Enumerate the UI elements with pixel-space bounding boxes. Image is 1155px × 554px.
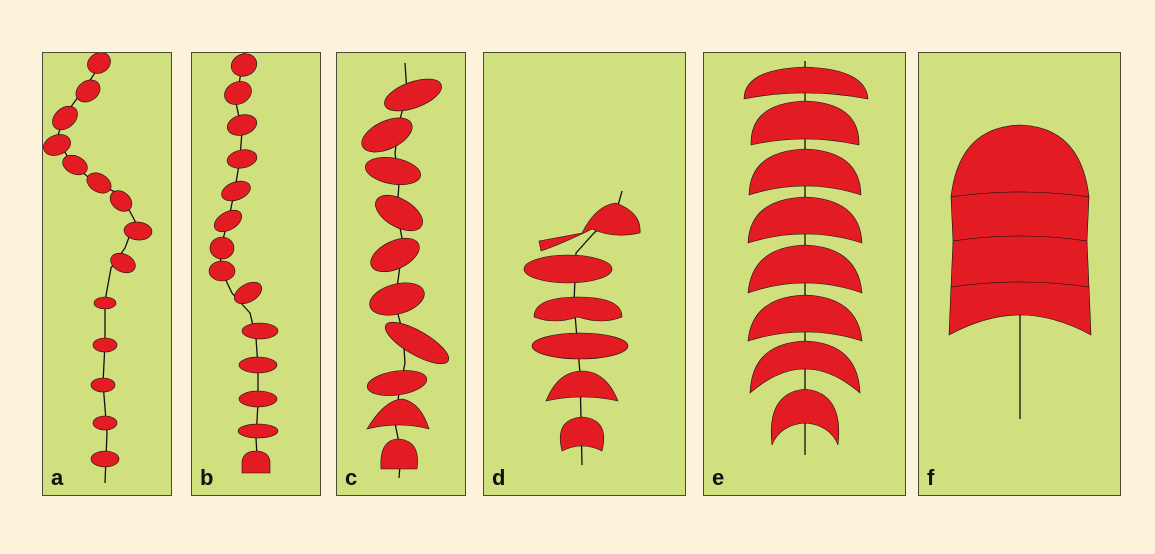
- segment: [744, 67, 868, 99]
- segment: [221, 77, 256, 109]
- segment: [363, 153, 423, 188]
- segment: [239, 357, 277, 373]
- panel-d: d: [483, 52, 686, 496]
- segment: [242, 451, 270, 473]
- segment: [534, 297, 622, 321]
- segment: [367, 399, 429, 429]
- panel-d-drawing: [484, 53, 687, 497]
- segment: [539, 203, 640, 251]
- segment: [91, 378, 115, 392]
- panel-a-drawing: [43, 53, 173, 497]
- segment: [560, 417, 604, 451]
- panel-c-drawing: [337, 53, 467, 497]
- panel-label: c: [345, 465, 357, 491]
- segment: [380, 73, 445, 118]
- segment: [123, 221, 152, 241]
- segment: [226, 148, 259, 171]
- segment: [951, 236, 1089, 287]
- segment: [239, 391, 277, 407]
- segment: [751, 101, 859, 145]
- segment: [951, 125, 1089, 197]
- segment: [94, 297, 116, 309]
- panel-b: b: [191, 52, 321, 496]
- panel-e: e: [703, 52, 906, 496]
- segment: [84, 53, 115, 78]
- segment: [48, 101, 82, 134]
- panel-label: a: [51, 465, 63, 491]
- segment: [209, 261, 235, 281]
- segment: [366, 231, 425, 278]
- segment: [93, 416, 117, 430]
- segment: [242, 323, 278, 339]
- segment: [91, 451, 119, 467]
- segment: [219, 177, 253, 204]
- segment: [369, 188, 428, 238]
- segment: [225, 111, 259, 138]
- segment: [366, 367, 429, 399]
- panel-e-drawing: [704, 53, 907, 497]
- segment: [210, 237, 234, 259]
- panel-label: d: [492, 465, 505, 491]
- segment: [380, 315, 454, 372]
- segment: [231, 278, 266, 309]
- segment: [357, 111, 418, 159]
- panel-label: b: [200, 465, 213, 491]
- panel-label: e: [712, 465, 724, 491]
- segment: [211, 206, 246, 237]
- panel-f: f: [918, 52, 1121, 496]
- segment: [238, 424, 278, 438]
- segment: [107, 249, 138, 276]
- segment: [93, 338, 117, 352]
- segment: [106, 186, 136, 215]
- segment: [228, 53, 260, 80]
- segment: [72, 75, 105, 106]
- panel-a: a: [42, 52, 172, 496]
- segment: [83, 169, 115, 198]
- panel-b-drawing: [192, 53, 322, 497]
- segment: [43, 131, 74, 159]
- panel-label: f: [927, 465, 934, 491]
- segment: [546, 371, 618, 401]
- segment: [951, 192, 1089, 241]
- segment: [524, 255, 612, 283]
- panel-c: c: [336, 52, 466, 496]
- panel-f-drawing: [919, 53, 1122, 497]
- segment: [532, 333, 628, 359]
- segment: [366, 277, 428, 320]
- segment: [381, 439, 418, 469]
